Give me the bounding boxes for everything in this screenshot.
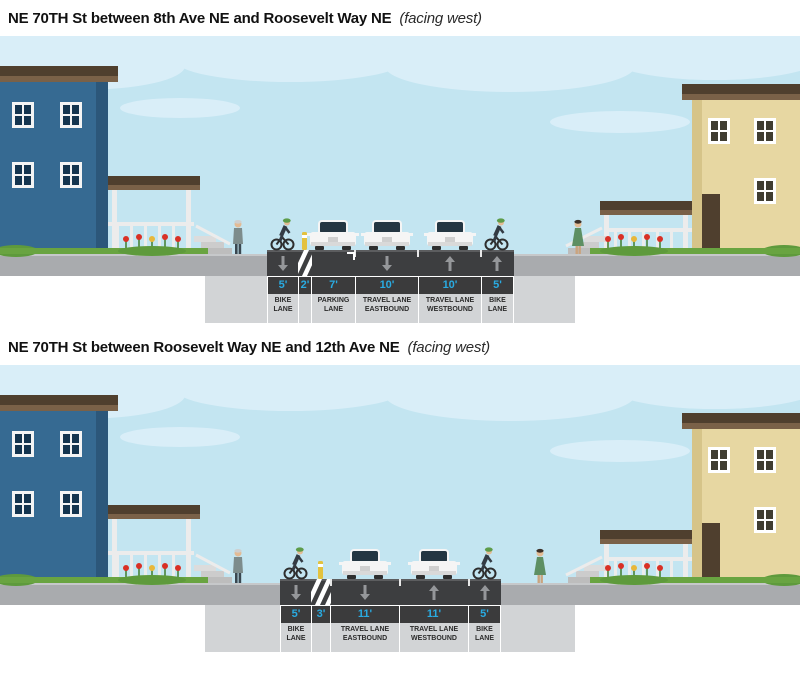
lane-label-line1: TRAVEL LANE xyxy=(425,297,475,304)
lane-parking: 7' PARKING LANE xyxy=(312,276,356,323)
flex-post xyxy=(302,232,307,250)
buffer-hatch xyxy=(311,579,331,605)
lawn-right xyxy=(590,577,800,583)
lane-label: TRAVEL LANE EASTBOUND xyxy=(331,623,399,652)
road-edge xyxy=(280,579,501,581)
lane-travel-eastbound: 10' TRAVEL LANE EASTBOUND xyxy=(356,276,419,323)
lane-label: TRAVEL LANE WESTBOUND xyxy=(419,294,481,323)
lane-width: 5' xyxy=(469,605,500,623)
lane-columns: 5' BIKE LANE 2' 7' PARKING xyxy=(267,276,514,323)
lane-label: BIKE LANE xyxy=(268,294,298,323)
lane-bike-left: 5' BIKE LANE xyxy=(267,276,299,323)
lane-width: 5' xyxy=(482,276,513,294)
lane-label: TRAVEL LANE EASTBOUND xyxy=(356,294,418,323)
lane-label-line2: EASTBOUND xyxy=(342,634,388,642)
lane-label-line1: BIKE xyxy=(274,297,292,304)
lane-label xyxy=(312,623,330,652)
cross-section-panel-1: NE 70TH St between 8th Ave NE and Roosev… xyxy=(0,0,800,323)
lawn-left xyxy=(0,248,208,254)
lane-bike-left: 5' BIKE LANE xyxy=(280,605,312,652)
flex-post xyxy=(318,561,323,579)
lane-travel-eastbound: 11' TRAVEL LANE EASTBOUND xyxy=(331,605,400,652)
lane-measurements: 5' BIKE LANE 2' 7' PARKING xyxy=(0,276,800,323)
lane-label: TRAVEL LANE WESTBOUND xyxy=(400,623,468,652)
road-edge xyxy=(267,250,514,252)
section-title: NE 70TH St between Roosevelt Way NE and … xyxy=(8,339,800,357)
lane-travel-westbound: 11' TRAVEL LANE WESTBOUND xyxy=(400,605,469,652)
lane-width: 11' xyxy=(400,605,468,623)
lane-measurements: 5' BIKE LANE 3' 11' TRAVEL xyxy=(0,605,800,652)
lane-label-line2: WESTBOUND xyxy=(411,634,457,642)
lane-label-line2: WESTBOUND xyxy=(427,305,473,313)
lane-label xyxy=(299,294,311,323)
lane-width: 10' xyxy=(356,276,418,294)
lane-bike-right: 5' BIKE LANE xyxy=(482,276,514,323)
lane-buffer: 3' xyxy=(312,605,331,652)
lane-width: 7' xyxy=(312,276,355,294)
lane-label-line2: LANE xyxy=(286,634,306,642)
lane-width: 5' xyxy=(268,276,298,294)
lane-label-line2: LANE xyxy=(323,305,344,313)
section-title-text: NE 70TH St between 8th Ave NE and Roosev… xyxy=(8,10,392,27)
lane-label-line1: TRAVEL LANE xyxy=(340,626,390,633)
lane-label-line1: PARKING xyxy=(317,297,350,304)
lane-label: BIKE LANE xyxy=(281,623,311,652)
lane-width: 11' xyxy=(331,605,399,623)
lane-label-line2: EASTBOUND xyxy=(364,305,410,313)
lane-label-line1: BIKE xyxy=(476,626,493,633)
clouds xyxy=(0,365,800,462)
street-scene xyxy=(0,36,800,276)
lane-width: 2' xyxy=(299,276,311,294)
lane-label-line2: LANE xyxy=(487,305,508,313)
lane-label-line1: TRAVEL LANE xyxy=(409,626,459,633)
lane-label: PARKING LANE xyxy=(312,294,355,323)
section-title-text: NE 70TH St between Roosevelt Way NE and … xyxy=(8,339,400,356)
cross-section-panel-2: NE 70TH St between Roosevelt Way NE and … xyxy=(0,323,800,652)
lane-bike-right: 5' BIKE LANE xyxy=(469,605,501,652)
lane-label: BIKE LANE xyxy=(482,294,513,323)
clouds xyxy=(0,36,800,133)
lane-label-line1: BIKE xyxy=(287,626,305,633)
section-title: NE 70TH St between 8th Ave NE and Roosev… xyxy=(8,10,800,28)
lane-lines xyxy=(330,579,470,586)
lane-label-line2: LANE xyxy=(273,305,293,313)
lane-label: BIKE LANE xyxy=(469,623,500,652)
lawn-left xyxy=(0,577,208,583)
parking-t-mark xyxy=(347,252,355,260)
section-title-suffix: (facing west) xyxy=(399,10,482,27)
lawn-right xyxy=(590,248,800,254)
street-scene xyxy=(0,365,800,605)
lane-label-line2: LANE xyxy=(474,634,495,642)
lane-travel-westbound: 10' TRAVEL LANE WESTBOUND xyxy=(419,276,482,323)
ground-block: 5' BIKE LANE 3' 11' TRAVEL xyxy=(205,605,575,652)
ground-block: 5' BIKE LANE 2' 7' PARKING xyxy=(205,276,575,323)
lane-buffer: 2' xyxy=(299,276,312,323)
lane-width: 5' xyxy=(281,605,311,623)
lane-label-line1: BIKE xyxy=(489,297,506,304)
lane-width: 3' xyxy=(312,605,330,623)
lane-label-line1: TRAVEL LANE xyxy=(362,297,412,304)
section-title-suffix: (facing west) xyxy=(407,339,491,356)
lane-width: 10' xyxy=(419,276,481,294)
lane-columns: 5' BIKE LANE 3' 11' TRAVEL xyxy=(280,605,501,652)
